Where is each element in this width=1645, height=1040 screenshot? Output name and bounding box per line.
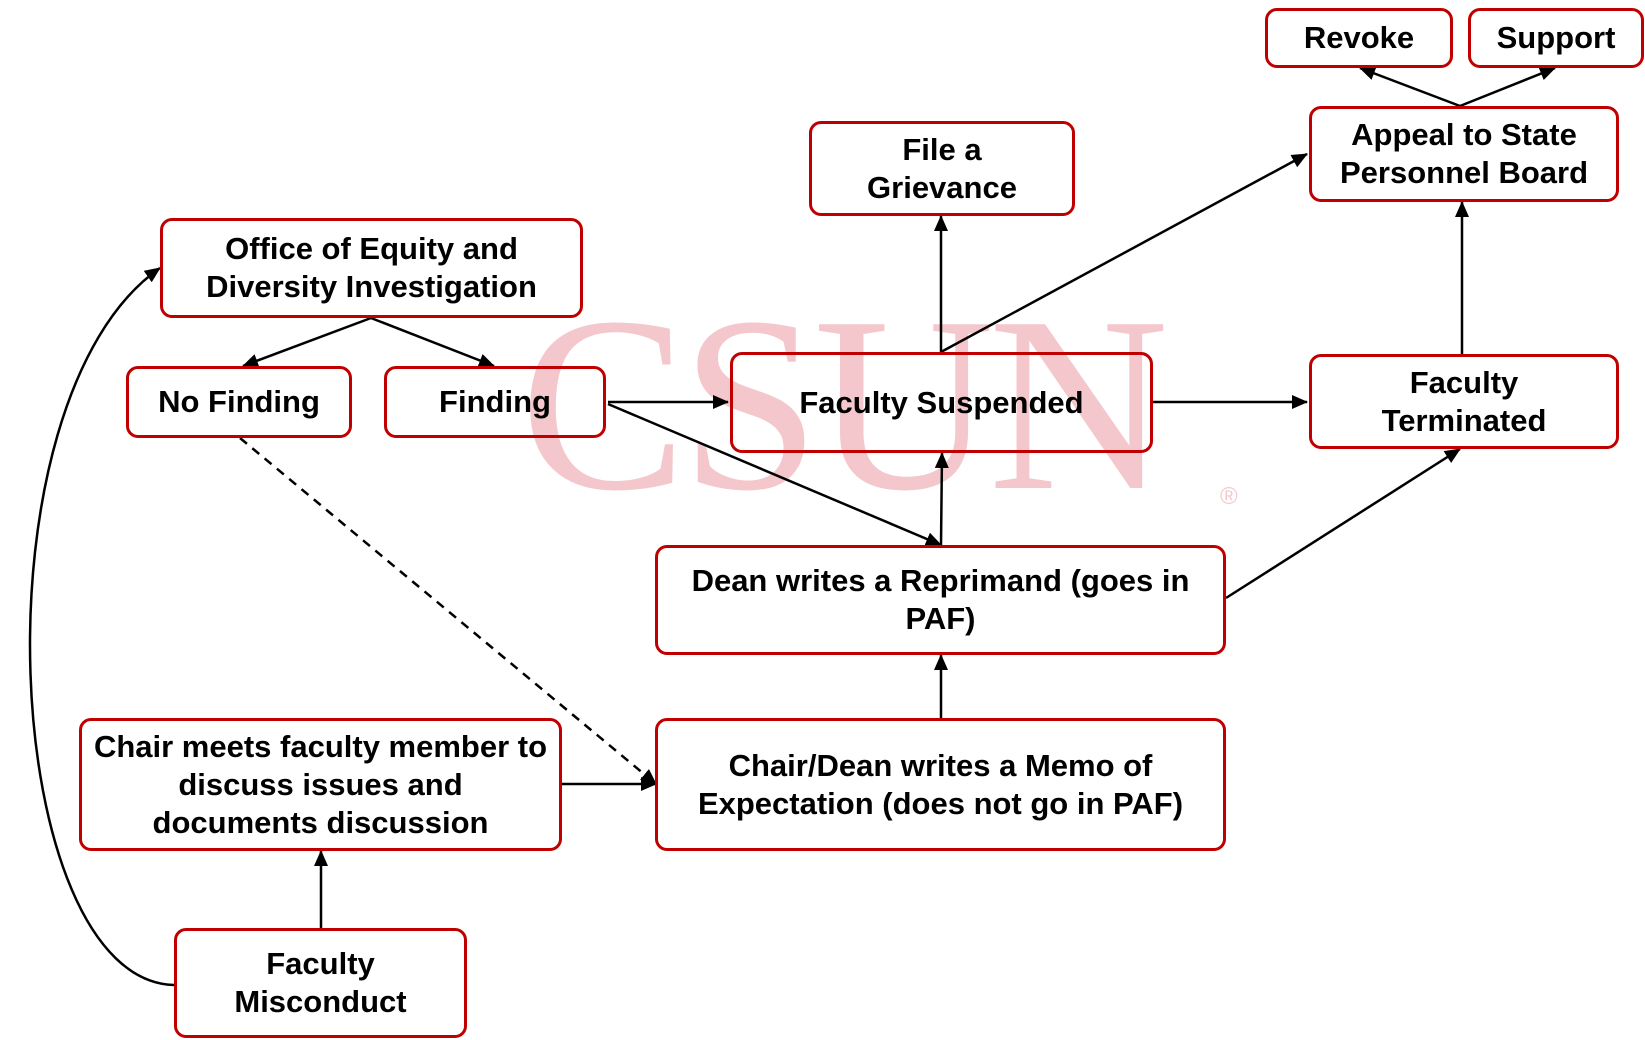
node-suspended[interactable]: Faculty Suspended: [730, 352, 1153, 453]
node-oed[interactable]: Office of Equity and Diversity Investiga…: [160, 218, 583, 318]
node-misconduct-label: Faculty Misconduct: [234, 946, 407, 1019]
node-oed-label: Office of Equity and Diversity Investiga…: [206, 231, 537, 304]
arrow-appeal-to-support: [1459, 66, 1556, 108]
node-appeal[interactable]: Appeal to State Personnel Board: [1309, 106, 1619, 202]
node-revoke-label: Revoke: [1303, 20, 1415, 55]
arrow-appeal-to-revoke: [1359, 66, 1461, 108]
node-support-label: Support: [1496, 20, 1616, 55]
arrow-misconduct-to-oed: [28, 266, 175, 987]
node-terminated-label: Faculty Terminated: [1381, 364, 1547, 438]
arrow-oed-to-finding: [370, 316, 495, 368]
node-chair-meets[interactable]: Chair meets faculty member to discuss is…: [79, 718, 562, 851]
node-no-finding[interactable]: No Finding: [126, 366, 352, 438]
node-suspended-label: Faculty Suspended: [799, 384, 1084, 420]
arrow-finding-to-reprimand: [607, 402, 942, 547]
csun-watermark: CSUN: [520, 266, 1169, 543]
node-memo-label: Chair/Dean writes a Memo of Expectation …: [697, 747, 1184, 821]
node-reprimand[interactable]: Dean writes a Reprimand (goes in PAF): [655, 545, 1226, 655]
registered-mark: ®: [1220, 483, 1238, 510]
node-terminated[interactable]: Faculty Terminated: [1309, 354, 1619, 449]
node-grievance-label: File a Grievance: [867, 131, 1017, 205]
node-grievance[interactable]: File a Grievance: [809, 121, 1075, 216]
arrow-suspended-to-appeal: [940, 152, 1308, 354]
arrow-reprimand-to-terminated: [1225, 447, 1461, 600]
node-misconduct[interactable]: Faculty Misconduct: [174, 928, 467, 1038]
node-chair-meets-label: Chair meets faculty member to discuss is…: [93, 728, 548, 840]
node-finding-label: Finding: [439, 384, 551, 419]
node-reprimand-label: Dean writes a Reprimand (goes in PAF): [691, 563, 1190, 636]
arrow-reprimand-to-suspended: [934, 452, 949, 546]
node-finding[interactable]: Finding: [384, 366, 606, 438]
arrow-oed-to-nofinding: [242, 316, 372, 368]
node-memo[interactable]: Chair/Dean writes a Memo of Expectation …: [655, 718, 1226, 851]
node-no-finding-label: No Finding: [158, 384, 320, 419]
node-revoke[interactable]: Revoke: [1265, 8, 1453, 68]
node-support[interactable]: Support: [1468, 8, 1644, 68]
arrow-nofinding-to-memo-dashed: [239, 437, 657, 785]
node-appeal-label: Appeal to State Personnel Board: [1339, 117, 1589, 190]
